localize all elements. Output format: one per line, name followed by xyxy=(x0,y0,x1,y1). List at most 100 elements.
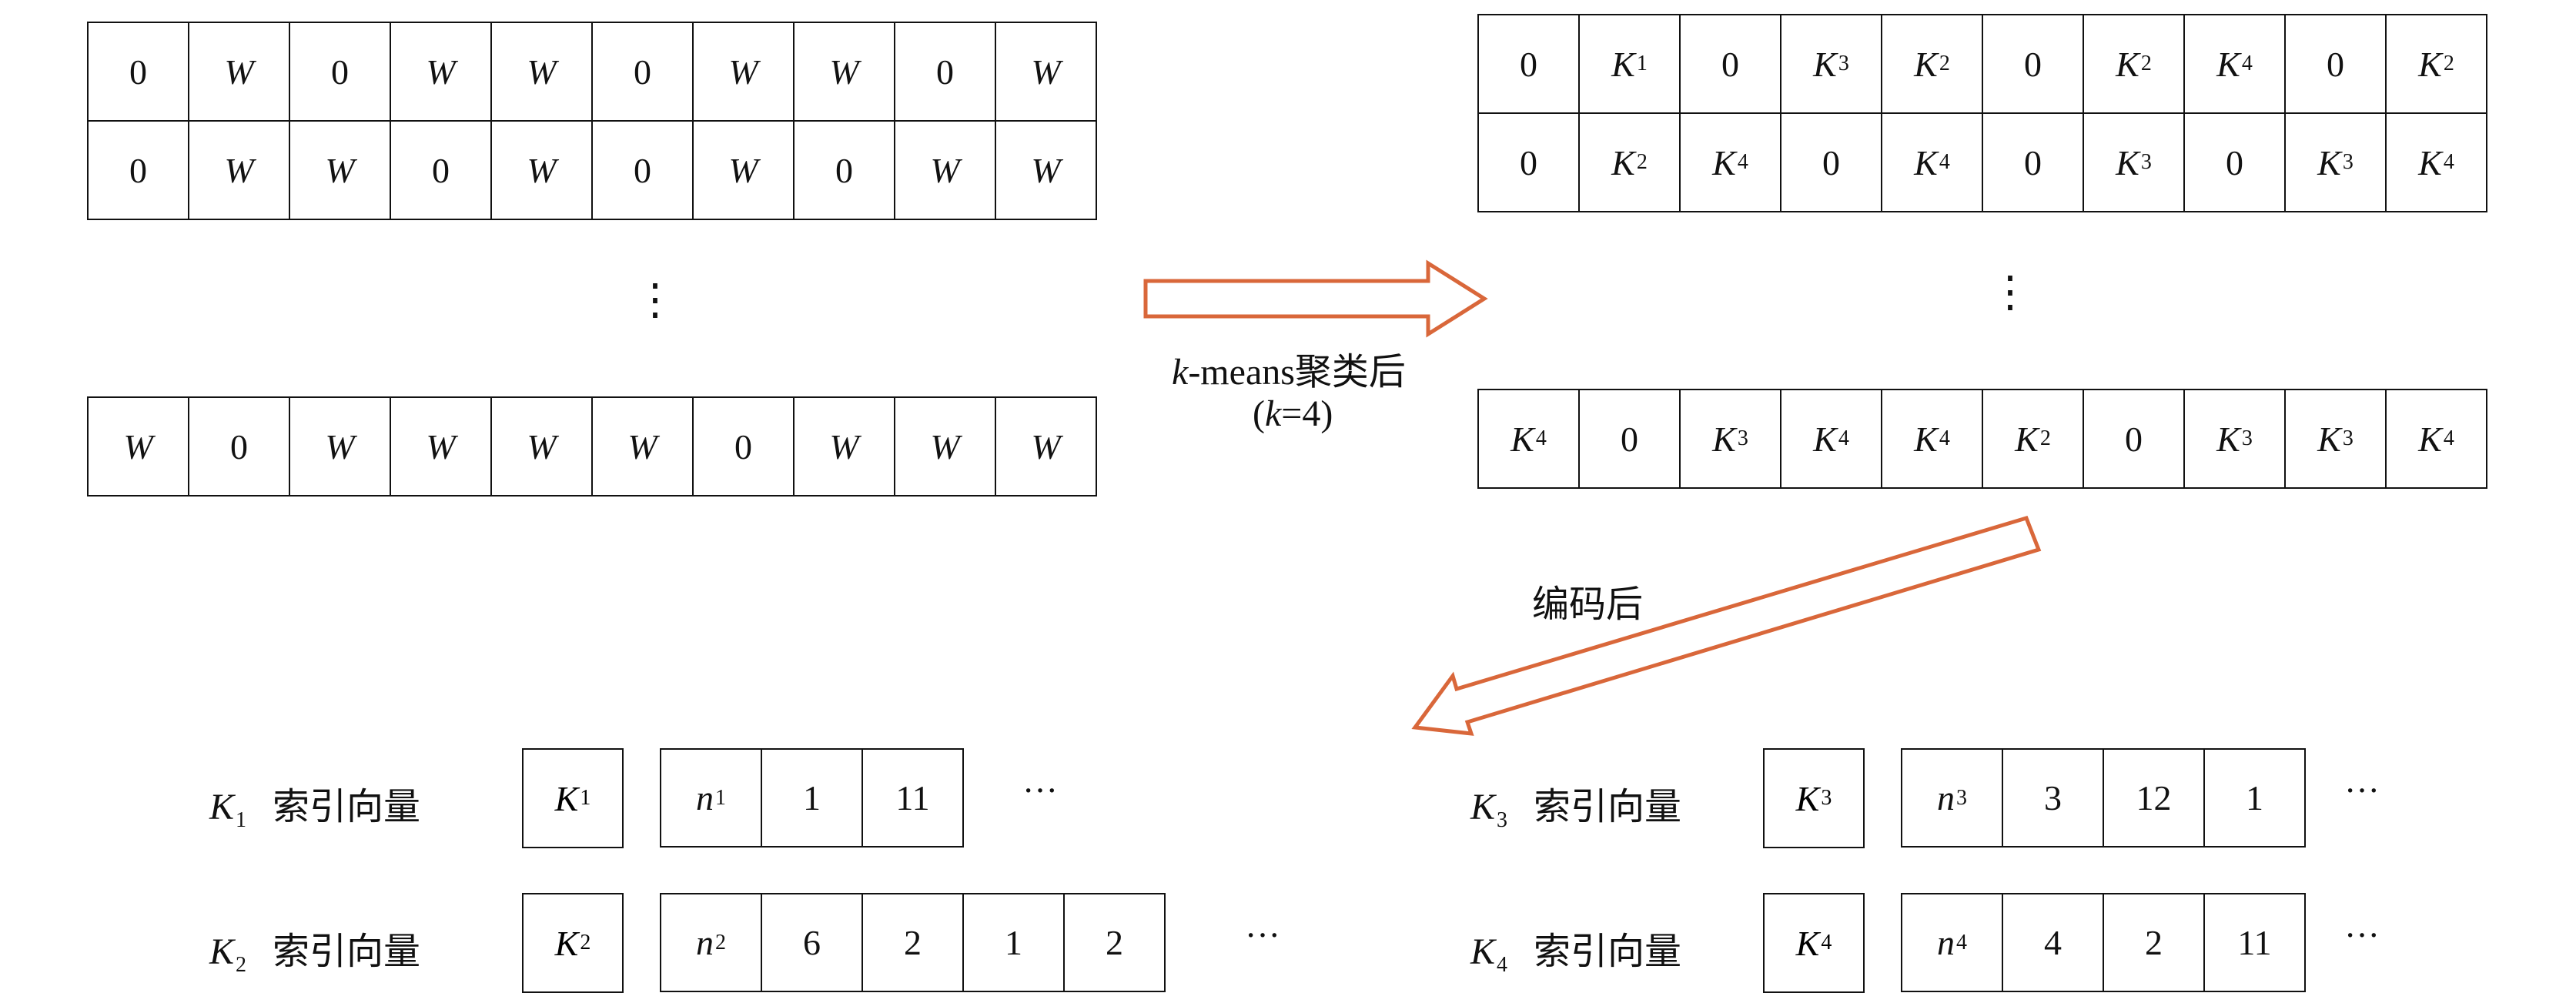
index-vector-caption: 索引向量 xyxy=(1534,787,1682,828)
matrix-cell: 0 xyxy=(89,23,189,122)
left-vertical-ellipsis: ⋮ xyxy=(634,276,677,324)
index-vector-key: K2 xyxy=(209,931,247,977)
matrix-cell: 0 xyxy=(694,398,795,496)
matrix-cell: 1 xyxy=(762,750,863,848)
matrix-cell: 0 xyxy=(1681,15,1781,114)
index-vector-key: K4 xyxy=(1470,931,1508,977)
matrix-cell: W xyxy=(996,122,1097,220)
matrix-cell: 0 xyxy=(1479,15,1580,114)
matrix-cell: 0 xyxy=(1983,114,2084,212)
matrix-cell: W xyxy=(492,398,593,496)
matrix-cell: W xyxy=(391,23,492,122)
horizontal-ellipsis: ··· xyxy=(2344,771,2380,810)
matrix-cell: 11 xyxy=(863,750,964,848)
matrix-cell: 0 xyxy=(2084,390,2185,489)
matrix-cell: 2 xyxy=(863,894,964,992)
index-vector-caption: 索引向量 xyxy=(1534,931,1682,972)
matrix-cell: 0 xyxy=(1983,15,2084,114)
matrix-cell: 11 xyxy=(2205,894,2306,992)
matrix-cell: W xyxy=(895,122,996,220)
index-vector-key: K3 xyxy=(1470,787,1508,832)
matrix-cell: 0 xyxy=(2185,114,2286,212)
index-vector-label: K3 索引向量 xyxy=(1470,776,1681,833)
matrix-cell: 2 xyxy=(2104,894,2205,992)
encode-arrow-label: 编码后 xyxy=(1532,584,1644,625)
matrix-cell: 4 xyxy=(2003,894,2104,992)
matrix-cell: 0 xyxy=(189,398,290,496)
matrix-cell: 0 xyxy=(290,23,391,122)
cluster-arrow-label-line2: (k=4) xyxy=(1253,393,1333,434)
matrix-cell: W xyxy=(492,122,593,220)
matrix-cell: 0 xyxy=(1781,114,1882,212)
matrix-cell: 0 xyxy=(1479,114,1580,212)
matrix-cell: W xyxy=(694,23,795,122)
cluster-arrow xyxy=(1143,259,1488,338)
matrix-cell: 1 xyxy=(964,894,1065,992)
matrix-cell: 0 xyxy=(89,122,189,220)
matrix-cell: W xyxy=(996,398,1097,496)
index-vector-caption: 索引向量 xyxy=(273,787,421,828)
matrix-cell: W xyxy=(189,122,290,220)
matrix-cell: W xyxy=(290,398,391,496)
matrix-cell: W xyxy=(895,398,996,496)
encode-arrow xyxy=(1411,515,2042,736)
matrix-cell: W xyxy=(290,122,391,220)
cluster-arrow-label-line1: k-means聚类后 xyxy=(1172,352,1406,393)
index-vector-label: K4 索引向量 xyxy=(1470,921,1681,978)
matrix-cell: W xyxy=(492,23,593,122)
matrix-cell: W xyxy=(795,398,895,496)
matrix-cell: 0 xyxy=(795,122,895,220)
matrix-cell: 1 xyxy=(2205,750,2306,848)
matrix-cell: 0 xyxy=(391,122,492,220)
horizontal-ellipsis: ··· xyxy=(1022,771,1058,810)
matrix-cell: 0 xyxy=(895,23,996,122)
matrix-cell: W xyxy=(89,398,189,496)
horizontal-ellipsis: ··· xyxy=(2344,915,2380,955)
matrix-cell: W xyxy=(795,23,895,122)
matrix-cell: W xyxy=(391,398,492,496)
matrix-cell: W xyxy=(996,23,1097,122)
matrix-cell: W xyxy=(593,398,694,496)
matrix-cell: 0 xyxy=(2286,15,2387,114)
matrix-cell: 0 xyxy=(593,23,694,122)
matrix-cell: 3 xyxy=(2003,750,2104,848)
index-vector-caption: 索引向量 xyxy=(273,931,421,972)
